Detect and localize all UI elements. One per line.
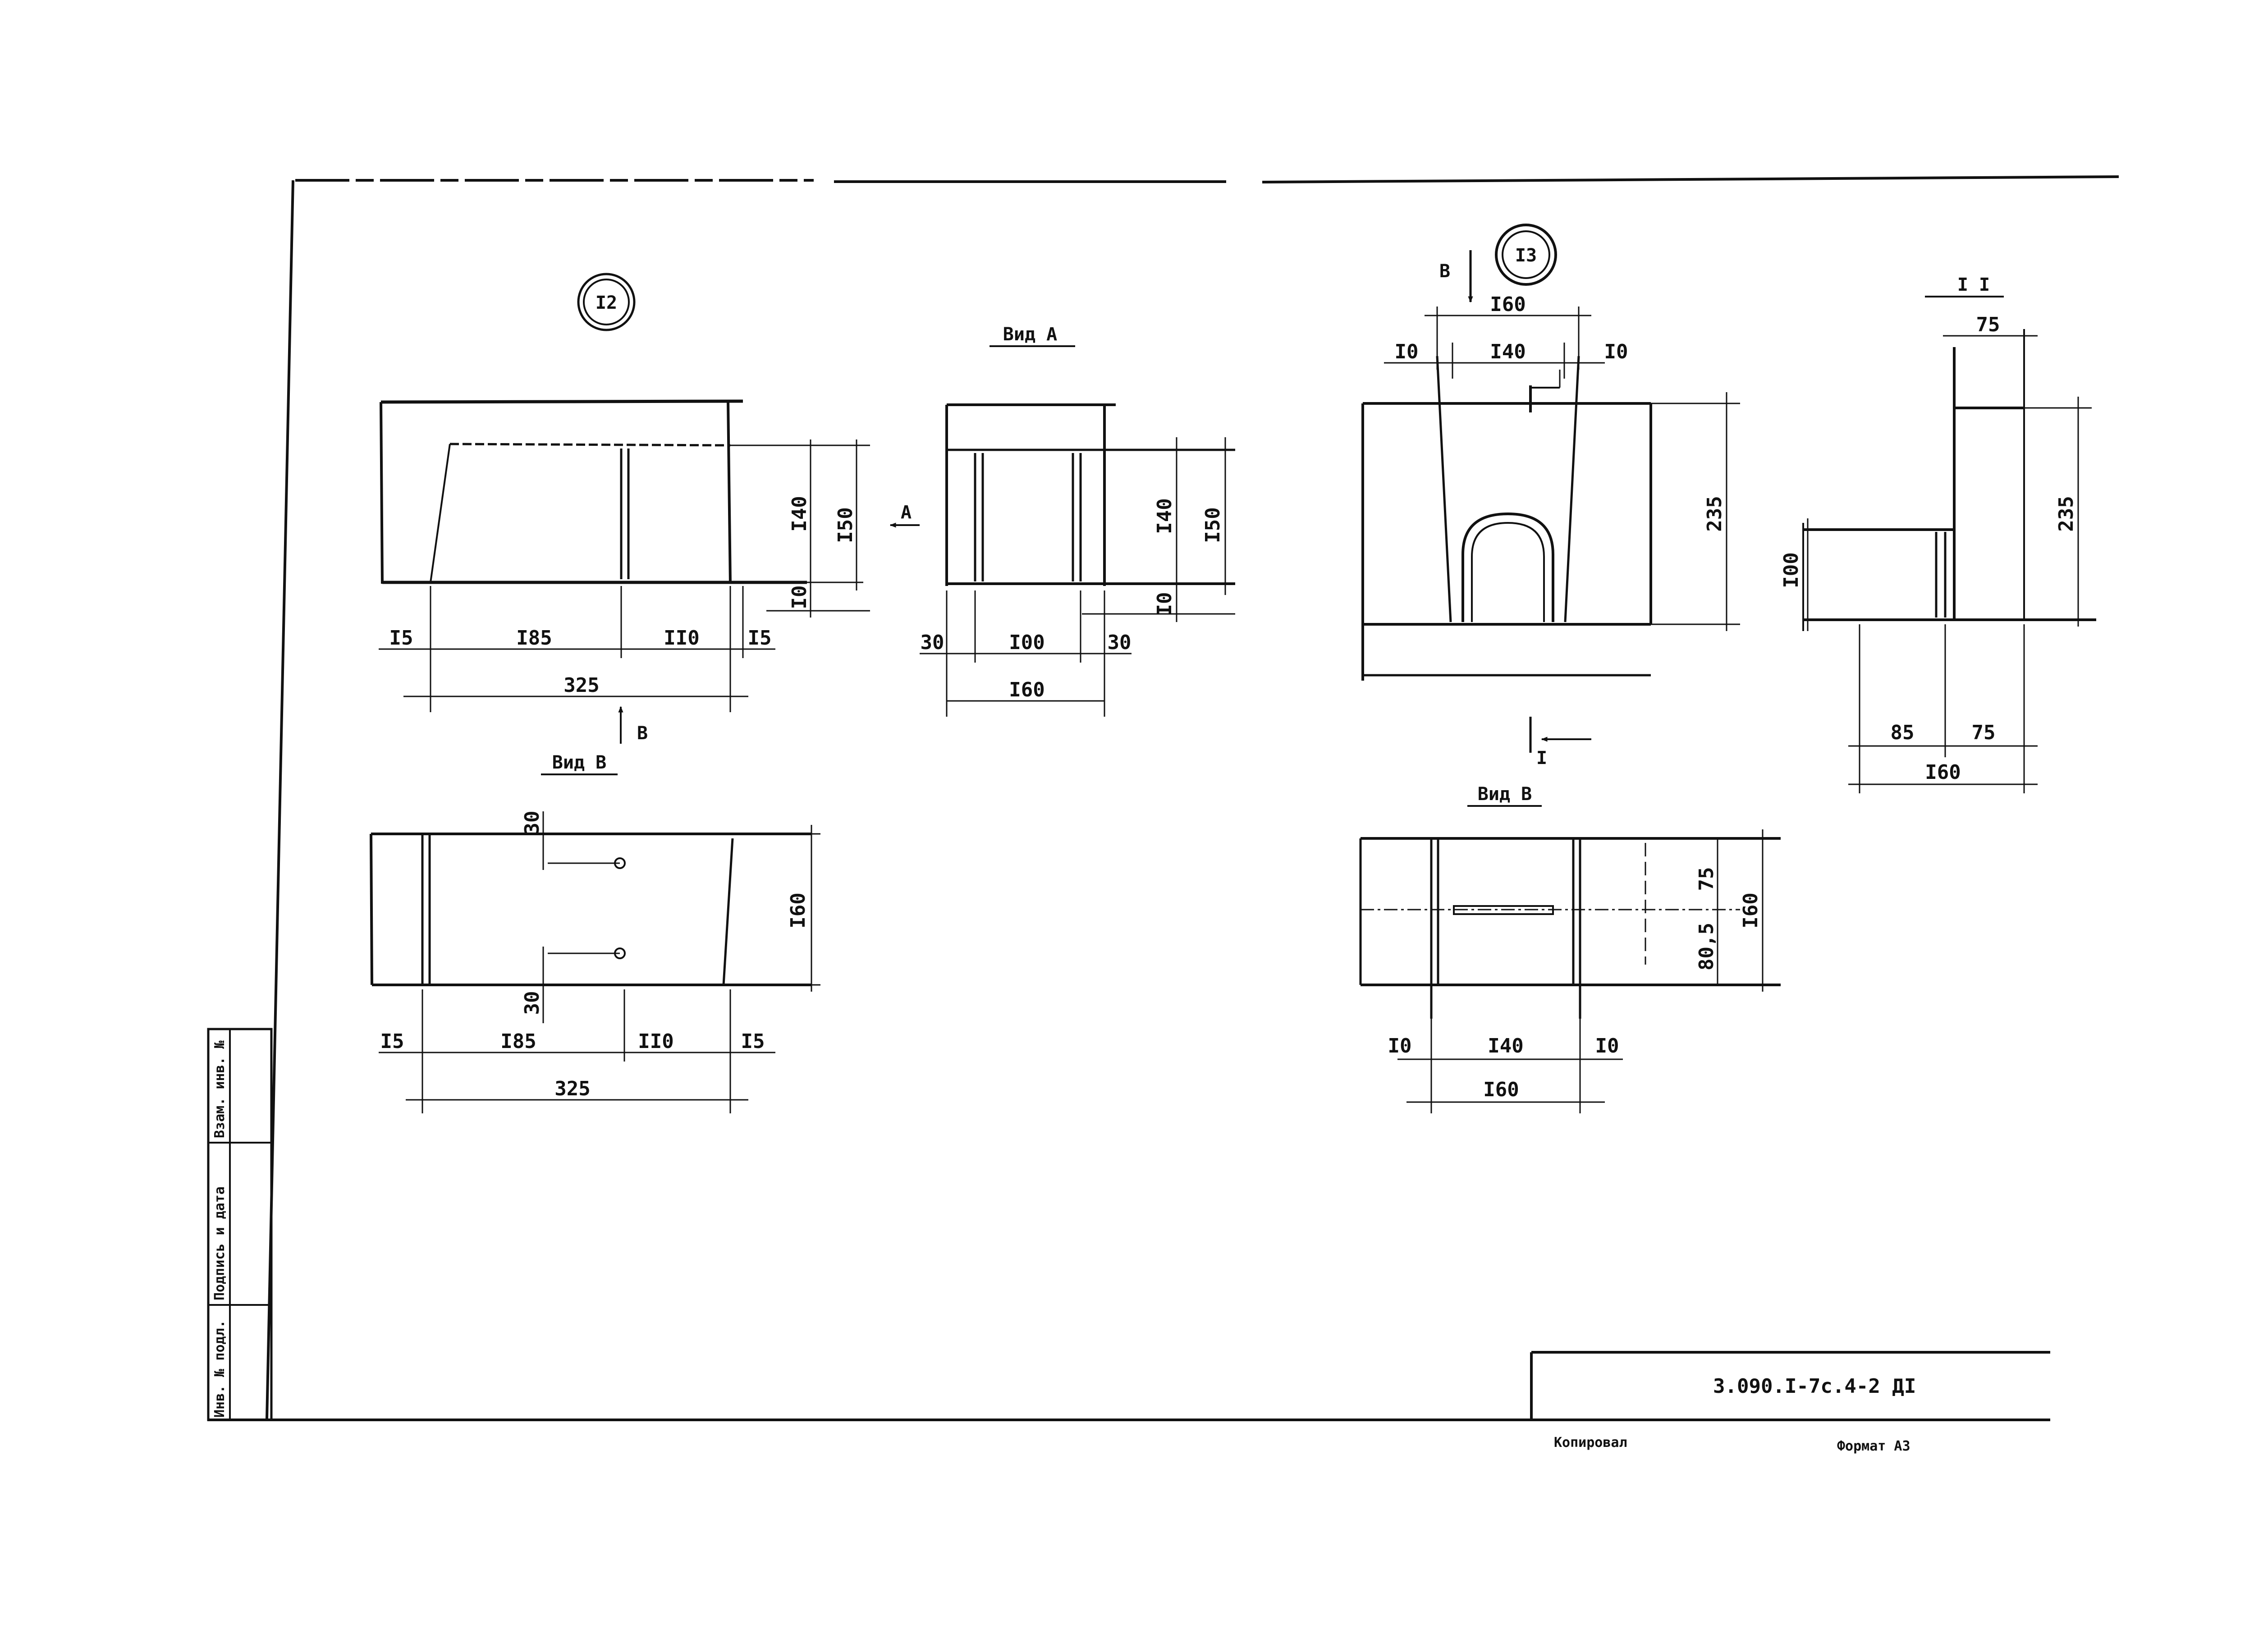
- detail-12-mark: I2: [577, 273, 636, 331]
- dim-13-height: 235: [1703, 496, 1726, 531]
- format-label: Формат А3: [1837, 1438, 1910, 1454]
- dim-12-front-total: 325: [564, 674, 599, 697]
- dim-12-front-1: I85: [516, 627, 552, 650]
- copied-label: Копировал: [1554, 1435, 1627, 1451]
- section-i-i-dimensions: 75 235 I00 85 75 I60: [1780, 313, 2078, 784]
- dim-b13-1: I40: [1488, 1034, 1523, 1057]
- dim-b12-height: I60: [787, 892, 810, 928]
- stamp-inv-podl: Инв. № подл.: [212, 1320, 228, 1418]
- dim-a-0: 30: [921, 631, 944, 654]
- dim-sec-total: I60: [1925, 761, 1961, 784]
- dim-12-front-v-2: I0: [788, 586, 811, 609]
- dim-b12-1: I85: [500, 1030, 536, 1053]
- dim-b13-2: I0: [1595, 1034, 1619, 1057]
- side-stamp: Инв. № подл. Подпись и дата Взам. инв. №: [207, 1028, 273, 1421]
- dim-12-front-v-1: I50: [834, 507, 857, 543]
- dim-a-1: I00: [1009, 631, 1045, 654]
- dim-sec-bottom-1: 75: [1972, 721, 1996, 744]
- view-b-13: [1359, 829, 1781, 1113]
- section-i-i: [1802, 329, 2096, 793]
- dim-sec-height: 235: [2055, 496, 2078, 531]
- view-b-title-13: Вид В: [1478, 784, 1532, 805]
- dim-b12-top-off: 30: [521, 811, 544, 835]
- dim-sec-bottom-0: 85: [1891, 721, 1915, 744]
- dim-13-top-0: I0: [1395, 340, 1419, 363]
- dim-b13-v-0: 75: [1695, 867, 1718, 891]
- view-b-13-dimensions: 75 80,5 I60 I0 I40 I0 I60: [1388, 867, 1762, 1101]
- dim-b12-2: II0: [638, 1030, 673, 1053]
- view-a-dimensions: 30 I00 30 I60 I40 I50 I0: [921, 498, 1224, 701]
- dim-a-v-1: I50: [1201, 507, 1224, 543]
- dim-13-top-total: I60: [1490, 293, 1526, 316]
- dim-12-front-0: I5: [389, 627, 413, 650]
- stamp-vzam-inv: Взам. инв. №: [212, 1040, 228, 1138]
- dim-sec-left-h: I00: [1780, 552, 1803, 588]
- doc-number: 3.090.I-7с.4-2 ДI: [1713, 1375, 1916, 1398]
- detail-12-label: I2: [596, 293, 617, 313]
- dim-12-front-2: II0: [664, 627, 699, 650]
- dim-a-v-0: I40: [1153, 498, 1176, 534]
- dim-a-2: 30: [1108, 631, 1132, 654]
- detail-12-front-dimensions: I5 I85 II0 I5 325 I40 I50 I0 А В: [389, 496, 912, 744]
- section-title: I I: [1957, 275, 1990, 295]
- detail-13-label: I3: [1515, 245, 1537, 266]
- view-b-title-12: Вид В: [552, 752, 606, 773]
- view-b-12-dimensions: 30 30 I5 I85 II0 I5 325 I60: [380, 811, 810, 1100]
- view-a-title: Вид А: [1003, 324, 1057, 345]
- dim-a-total: I60: [1009, 678, 1045, 701]
- dim-b12-bot-off: 30: [521, 991, 544, 1015]
- dim-12-front-3: I5: [748, 627, 772, 650]
- stamp-signature-date: Подпись и дата: [212, 1186, 228, 1300]
- dim-13-top-2: I0: [1604, 340, 1628, 363]
- detail-13-front-dimensions: I60 I0 I40 I0 235 I: [1395, 293, 1726, 769]
- dim-b13-v-1: 80,5: [1695, 923, 1718, 970]
- dim-b13-height: I60: [1739, 892, 1762, 928]
- dim-sec-top: 75: [1976, 313, 2000, 336]
- section-mark-label: I: [1536, 748, 1547, 769]
- detail-13-front-view: [1361, 307, 1740, 753]
- arrow-a-label: А: [901, 502, 912, 523]
- dim-13-top-1: I40: [1490, 340, 1526, 363]
- arrow-b-label-13: В: [1439, 261, 1450, 282]
- sheet-frame: [207, 175, 2119, 1421]
- dim-b12-3: I5: [741, 1030, 765, 1053]
- dim-12-front-v-0: I40: [788, 496, 811, 531]
- dim-a-v-2: I0: [1153, 592, 1176, 616]
- detail-12-front-view: [379, 399, 920, 744]
- dim-b12-total: 325: [554, 1077, 590, 1100]
- view-a: [920, 403, 1235, 717]
- arrow-b-label-12: В: [637, 723, 648, 744]
- dim-b13-total: I60: [1483, 1078, 1519, 1101]
- view-b-12: [370, 811, 820, 1113]
- dim-b12-0: I5: [380, 1030, 404, 1053]
- detail-13-mark: I3: [1495, 224, 1557, 286]
- dim-b13-0: I0: [1388, 1034, 1412, 1057]
